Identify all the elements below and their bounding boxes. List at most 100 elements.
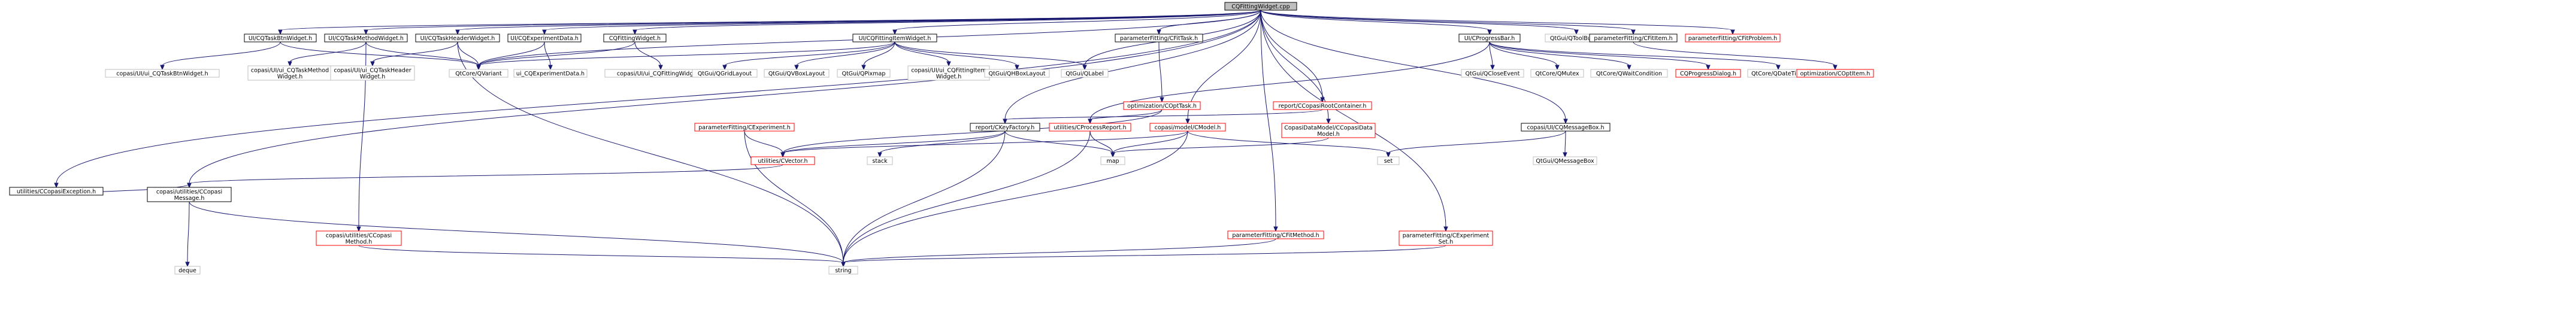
node-cfititem[interactable]: parameterFitting/CFitItem.h	[1589, 34, 1678, 42]
edge-cexperiment-to-cvector	[744, 130, 783, 154]
arrowhead-taskmethod-to-uitaskmethod	[287, 61, 292, 67]
node-qgridlayout: QtGui/QGridLayout	[692, 69, 758, 78]
arrowhead-root-to-datamodel	[1326, 119, 1331, 124]
node-box-qvboxlayout	[764, 69, 830, 78]
arrowhead-root-to-taskbtn	[278, 29, 283, 35]
node-label-qwaitcondition: QtCore/QWaitCondition	[1596, 71, 1662, 77]
node-taskmethod[interactable]: UI/CQTaskMethodWidget.h	[324, 34, 408, 42]
edge-root-to-cexperimentset	[1260, 10, 1446, 228]
node-messagebox[interactable]: copasi/UI/CQMessageBox.h	[1521, 123, 1611, 132]
node-coptask[interactable]: optimization/COptTask.h	[1123, 101, 1201, 110]
node-label-qmessagebox: QtGui/QMessageBox	[1536, 158, 1594, 165]
node-box-uitaskbtn	[105, 69, 220, 78]
edge-ccopasimessage-to-deque	[187, 201, 190, 263]
edge-cmodel-to-string	[843, 130, 1188, 263]
node-map: map	[1100, 156, 1125, 165]
arrowhead-root-to-fititemwidget	[892, 29, 897, 35]
node-label-qhboxlayout: QtGui/QHBoxLayout	[989, 71, 1046, 77]
node-label-copasiexception: utilities/CCopasiException.h	[17, 189, 96, 195]
edge-cvector-to-ccopasimessage	[189, 164, 783, 184]
arrowhead-fititemwidget-to-qvariant	[476, 65, 481, 71]
node-label-qvboxlayout: QtGui/QVBoxLayout	[768, 71, 825, 77]
node-cfitproblem[interactable]: parameterFitting/CFitProblem.h	[1685, 34, 1781, 42]
node-keyfactory[interactable]: report/CKeyFactory.h	[970, 123, 1040, 132]
node-qvariant: QtCore/QVariant	[449, 69, 508, 78]
node-label-fitwidget: CQFittingWidget.h	[609, 35, 661, 42]
arrowhead-root-to-taskheader	[455, 29, 460, 35]
arrowhead-datamodel-to-map	[1110, 152, 1115, 158]
edge-coptask-to-cprocessreport	[1089, 109, 1163, 120]
node-taskbtn[interactable]: UI/CQTaskBtnWidget.h	[244, 34, 317, 42]
node-copasiexception[interactable]: utilities/CCopasiException.h	[9, 187, 104, 196]
node-box-map	[1100, 156, 1125, 165]
node-label-uifititem: Widget.h	[936, 74, 962, 80]
node-box-fititemwidget	[852, 34, 937, 42]
edge-progressbar-to-cprocessreport	[1089, 41, 1490, 120]
edge-taskbtn-to-uitaskbtn	[162, 41, 281, 66]
arrowhead-expdata-to-uiexpdata	[548, 65, 553, 71]
arrowhead-progressbar-to-qmutex	[1555, 65, 1560, 71]
node-label-deque: deque	[178, 268, 196, 274]
node-qclosevent: QtGui/QCloseEvent	[1461, 69, 1524, 78]
edge-expdata-to-qvariant	[478, 41, 545, 66]
arrowhead-progressbar-to-qclosevent	[1490, 65, 1495, 71]
arrowhead-cvector-to-ccopasimessage	[187, 183, 192, 189]
node-root[interactable]: CQFittingWidget.cpp	[1224, 2, 1297, 11]
edge-root-to-expdata	[544, 10, 1261, 31]
arrowhead-taskheader-to-uitaskheader	[370, 61, 375, 67]
node-progressbar[interactable]: UI/CProgressBar.h	[1458, 34, 1521, 42]
node-stack: stack	[867, 156, 893, 165]
node-cexperiment[interactable]: parameterFitting/CExperiment.h	[694, 123, 795, 132]
node-qlabel: QtGui/QLabel	[1061, 69, 1109, 78]
edge-taskheader-to-string	[457, 41, 844, 263]
node-box-deque	[174, 266, 201, 275]
node-box-qgridlayout	[692, 69, 758, 78]
edge-taskmethod-to-qvariant	[365, 41, 479, 66]
node-label-uitaskheader: Widget.h	[360, 74, 386, 80]
node-label-uitaskbtn: copasi/UI/ui_CQTaskBtnWidget.h	[116, 71, 208, 77]
edge-cexperiment-to-string	[744, 130, 844, 263]
node-label-qtoolbutton: QtGui/QToolButton	[1550, 35, 1603, 42]
node-qvboxlayout: QtGui/QVBoxLayout	[764, 69, 830, 78]
node-label-cqprogressdialog: CQProgressDialog.h	[1680, 71, 1736, 77]
edge-cprocessreport-to-map	[1089, 130, 1113, 154]
arrowhead-root-to-cexperimentset	[1443, 226, 1448, 232]
arrowhead-root-to-cfitmethod	[1273, 226, 1278, 232]
edge-root-to-cfititem	[1260, 10, 1634, 31]
node-cmodel[interactable]: copasi/model/CModel.h	[1149, 123, 1226, 132]
node-box-progressbar	[1458, 34, 1521, 42]
arrowhead-root-to-copasiexception	[54, 183, 59, 189]
node-cvector[interactable]: utilities/CVector.h	[750, 156, 815, 165]
edge-progressbar-to-qdatetime	[1489, 41, 1779, 66]
node-box-taskheader	[415, 34, 500, 42]
edge-fititemwidget-to-qpixmap	[863, 41, 895, 66]
node-cqprogressdialog[interactable]: CQProgressDialog.h	[1675, 69, 1741, 78]
node-label-cexperimentset: parameterFitting/CExperiment	[1403, 232, 1490, 239]
arrowhead-fitwidget-to-uifitwidget	[658, 65, 663, 71]
edge-ccopasimethod-to-string	[358, 245, 844, 263]
edge-datamodel-to-map	[1112, 137, 1329, 154]
edge-taskbtn-to-qvariant	[280, 41, 479, 66]
edge-messagebox-to-qmessagebox	[1564, 130, 1566, 154]
node-set: set	[1377, 156, 1400, 165]
node-cfitmethod[interactable]: parameterFitting/CFitMethod.h	[1227, 230, 1324, 239]
node-fititemwidget[interactable]: UI/CQFittingItemWidget.h	[852, 34, 937, 42]
node-fitwidget[interactable]: CQFittingWidget.h	[603, 34, 667, 42]
node-label-cftask: parameterFitting/CFitTask.h	[1120, 35, 1198, 42]
node-expdata[interactable]: UI/CQExperimentData.h	[507, 34, 582, 42]
node-cprocessreport[interactable]: utilities/CProcessReport.h	[1049, 123, 1131, 132]
node-box-cftask	[1115, 34, 1203, 42]
arrowhead-reportpoint-to-keyfactory	[1003, 119, 1007, 124]
node-label-qvariant: QtCore/QVariant	[455, 71, 502, 77]
node-reportpoint[interactable]: report/CCopasiRootContainer.h	[1273, 101, 1372, 110]
node-cftask[interactable]: parameterFitting/CFitTask.h	[1115, 34, 1203, 42]
node-coptitem[interactable]: optimization/COptItem.h	[1796, 69, 1874, 78]
edge-root-to-copasiexception	[56, 10, 1261, 184]
arrowhead-fititemwidget-to-qpixmap	[861, 65, 866, 71]
node-taskheader[interactable]: UI/CQTaskHeaderWidget.h	[415, 34, 500, 42]
node-box-set	[1377, 156, 1400, 165]
